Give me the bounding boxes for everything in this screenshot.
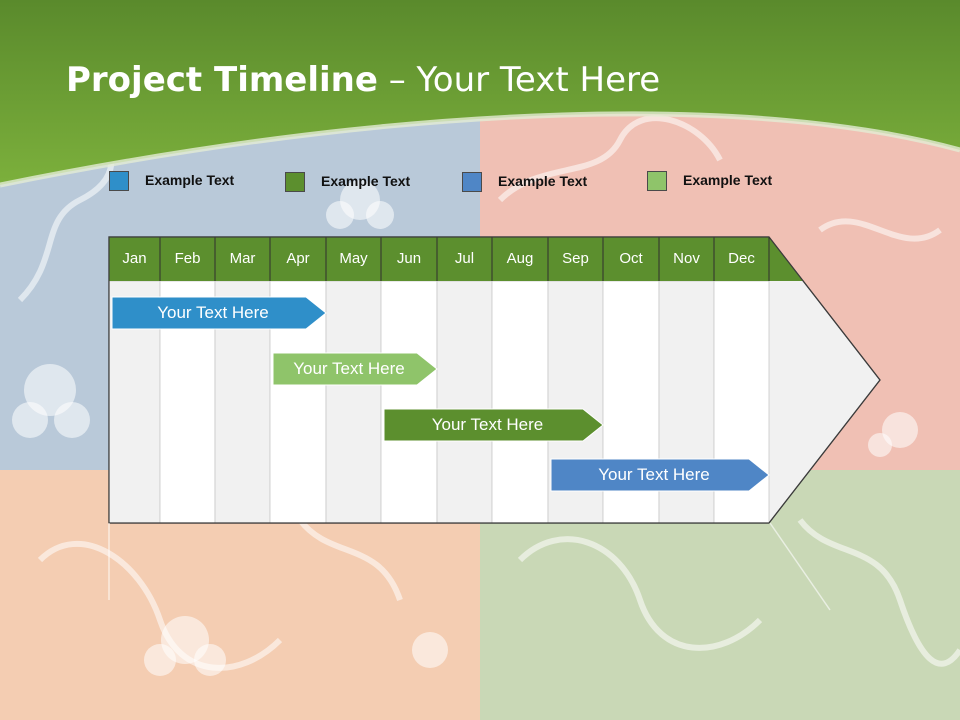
legend-label: Example Text (683, 172, 773, 188)
legend-label: Example Text (145, 172, 235, 188)
month-label: Jun (396, 250, 422, 267)
task-bar-label: Your Text Here (157, 303, 269, 322)
month-label: Jan (122, 250, 147, 267)
reflection-line (769, 522, 831, 611)
month-label: Jul (454, 250, 475, 267)
month-label: Aug (506, 250, 534, 267)
legend-swatch (285, 172, 305, 192)
month-label: Dec (728, 250, 755, 267)
month-column (325, 280, 382, 524)
legend-swatch (109, 171, 129, 191)
task-bar-label: Your Text Here (431, 415, 544, 434)
task-bar-label: Your Text Here (293, 359, 405, 378)
month-label: Apr (286, 250, 310, 267)
month-column (380, 280, 438, 524)
task-bars (111, 296, 770, 492)
task-bar (550, 458, 770, 492)
legend-label: Example Text (498, 173, 588, 189)
arrow-shadow (110, 523, 830, 610)
month-label: Oct (619, 250, 643, 267)
task-bar-label: Your Text Here (598, 465, 710, 484)
month-label: Mar (229, 250, 256, 267)
month-label: May (339, 250, 368, 267)
header-dividers (159, 237, 770, 281)
task-bar (111, 296, 327, 330)
arrow-outline (108, 236, 881, 524)
slide-title: Project Timeline – Your Text Here (66, 60, 660, 100)
task-bar (383, 408, 604, 442)
month-column (491, 280, 549, 524)
month-label: Feb (174, 250, 201, 267)
month-label: Nov (673, 250, 700, 267)
legend-label: Example Text (321, 173, 411, 189)
header-band (109, 237, 803, 281)
title-bold: Project Timeline (66, 60, 378, 100)
month-label: Sep (562, 250, 589, 267)
task-bar (272, 352, 438, 386)
legend-swatch (647, 171, 667, 191)
month-column (436, 280, 493, 524)
title-rest: – Your Text Here (377, 60, 661, 100)
legend-swatch (462, 172, 482, 192)
